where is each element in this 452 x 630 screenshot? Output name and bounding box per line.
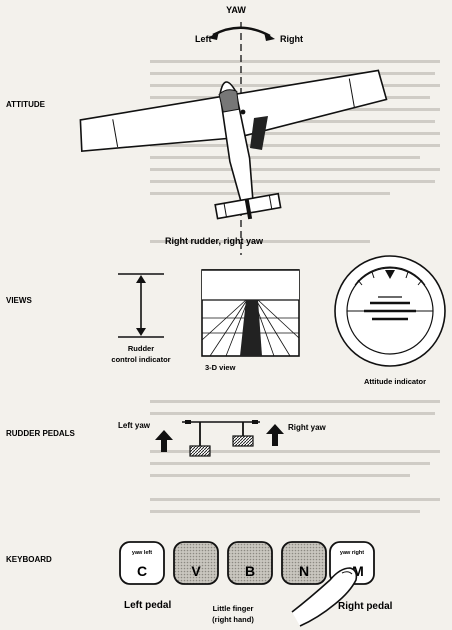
left-yaw-arrow bbox=[155, 430, 173, 452]
right-yaw-arrow bbox=[266, 424, 284, 446]
yaw-label: YAW bbox=[226, 5, 246, 15]
finger-caption-line2: (right hand) bbox=[212, 615, 254, 624]
attitude-indicator bbox=[334, 255, 446, 367]
key-n: N bbox=[281, 541, 327, 585]
three-d-view bbox=[201, 269, 300, 357]
attitude-indicator-caption: Attitude indicator bbox=[364, 377, 426, 386]
left-pedal bbox=[189, 445, 211, 457]
yaw-right-label: Right bbox=[280, 34, 303, 44]
right-pedal-label: Right pedal bbox=[338, 601, 393, 612]
key-c-caption: yaw left bbox=[132, 550, 152, 556]
rudder-pedal-assembly bbox=[182, 420, 260, 457]
little-finger-illustration bbox=[291, 567, 358, 627]
section-label-attitude: ATTITUDE bbox=[6, 100, 46, 109]
section-label-keyboard: KEYBOARD bbox=[6, 555, 52, 564]
three-d-view-caption: 3-D view bbox=[205, 363, 236, 372]
finger-caption-line1: Little finger bbox=[213, 604, 254, 613]
fuselage-shading bbox=[240, 109, 268, 150]
rudder-control-indicator bbox=[118, 273, 164, 338]
left-pedal-label: Left pedal bbox=[124, 600, 171, 611]
rudder-indicator-caption-line1: Rudder bbox=[128, 344, 154, 353]
key-m-caption: yaw right bbox=[340, 550, 364, 556]
key-c: yaw left C bbox=[119, 541, 165, 585]
key-v: V bbox=[173, 541, 219, 585]
yaw-left-label: Left bbox=[195, 34, 212, 44]
right-pedal bbox=[232, 435, 254, 447]
key-c-letter: C bbox=[137, 563, 147, 579]
key-n-letter: N bbox=[299, 563, 309, 579]
rudder-indicator-caption-line2: control indicator bbox=[111, 355, 170, 364]
key-b-letter: B bbox=[245, 563, 255, 579]
key-v-letter: V bbox=[191, 563, 201, 579]
left-yaw-label: Left yaw bbox=[118, 421, 151, 430]
section-label-views: VIEWS bbox=[6, 296, 32, 305]
key-m-letter: M bbox=[352, 563, 364, 579]
attitude-caption: Right rudder, right yaw bbox=[165, 236, 264, 246]
section-label-rudder-pedals: RUDDER PEDALS bbox=[6, 429, 76, 438]
airplane-top-view bbox=[79, 69, 388, 220]
right-yaw-label: Right yaw bbox=[288, 423, 327, 432]
key-b: B bbox=[227, 541, 273, 585]
